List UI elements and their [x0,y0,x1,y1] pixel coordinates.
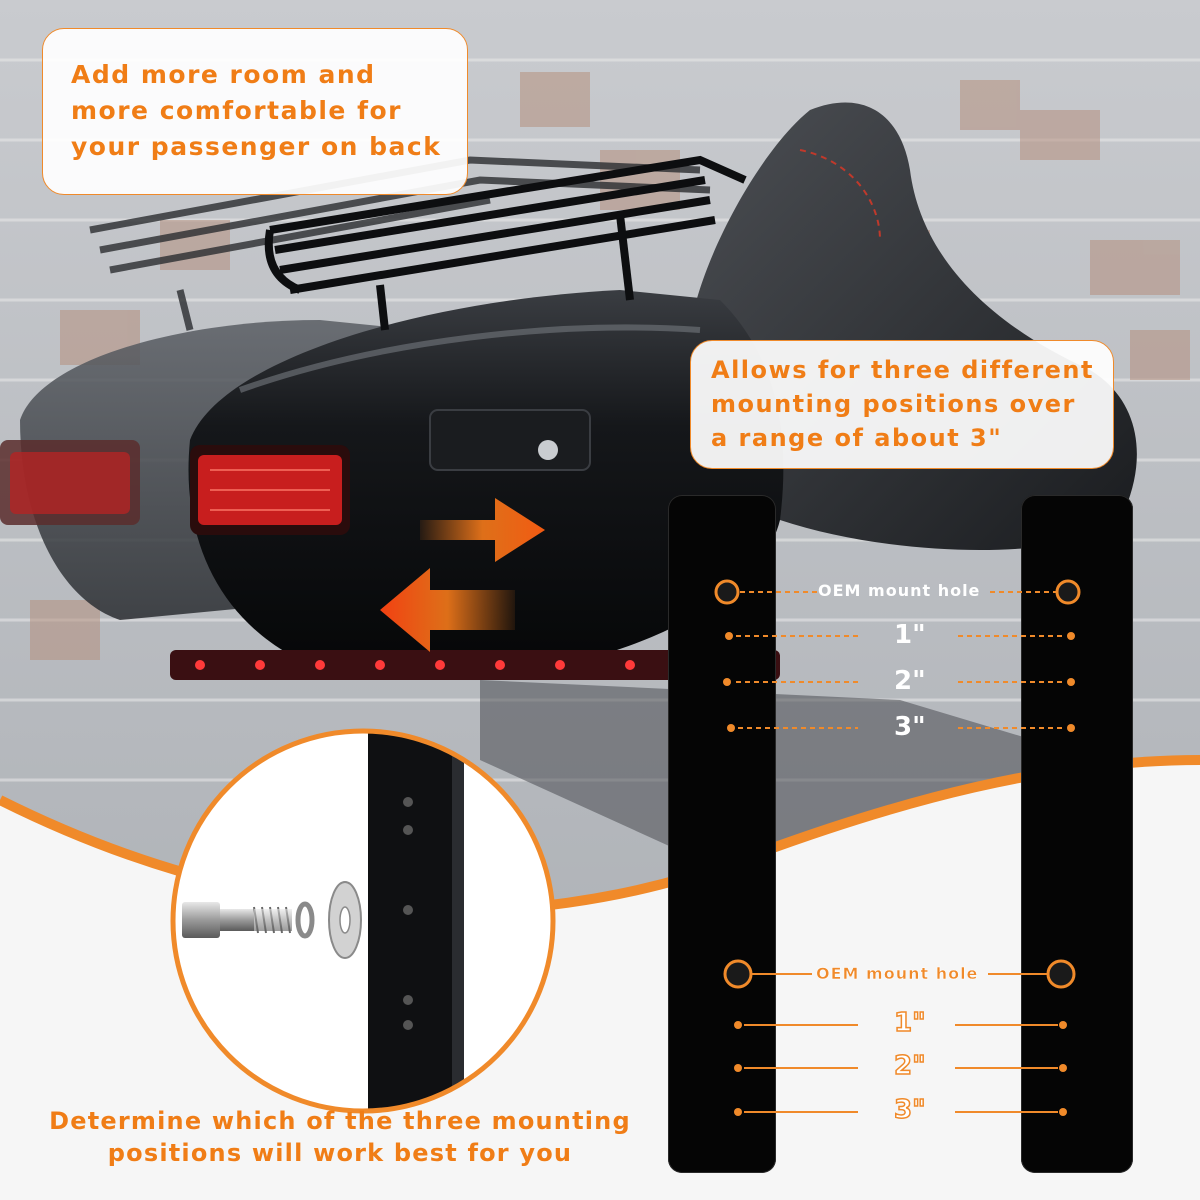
bottom-caption: Determine which of the three mounting po… [20,1105,660,1169]
oem-mount-hole-label-top: OEM mount hole [818,581,981,600]
position-1-label-top: 1" [894,620,926,650]
callout-line: mounting positions over [711,390,1076,418]
bolt-icon [182,902,292,938]
callout-line: Add more room and [71,60,376,89]
position-1-label-bottom: 1" [893,1007,926,1039]
callout-passenger-room: Add more room and more comfortable for y… [42,28,468,195]
caption-line: Determine which of the three mounting [49,1107,631,1135]
mount-bracket-right [1021,495,1133,1173]
flat-washer-icon [328,881,362,959]
callout-line: more comfortable for [71,96,402,125]
position-3-label-bottom: 3" [893,1094,926,1126]
callout-line: Allows for three different [711,356,1094,384]
mount-bracket-left [668,495,776,1173]
callout-mounting-positions: Allows for three different mounting posi… [690,340,1114,469]
arrow-left-icon [380,568,515,652]
callout-line: a range of about 3" [711,424,1003,452]
oem-mount-hole-label-bottom: OEM mount hole [816,964,979,984]
caption-line: positions will work best for you [107,1139,573,1167]
lock-washer-icon [295,901,315,939]
arrow-right-icon [420,498,545,562]
position-2-label-top: 2" [894,666,926,696]
position-2-label-bottom: 2" [893,1050,926,1082]
callout-line: your passenger on back [71,132,442,161]
position-3-label-top: 3" [894,712,926,742]
